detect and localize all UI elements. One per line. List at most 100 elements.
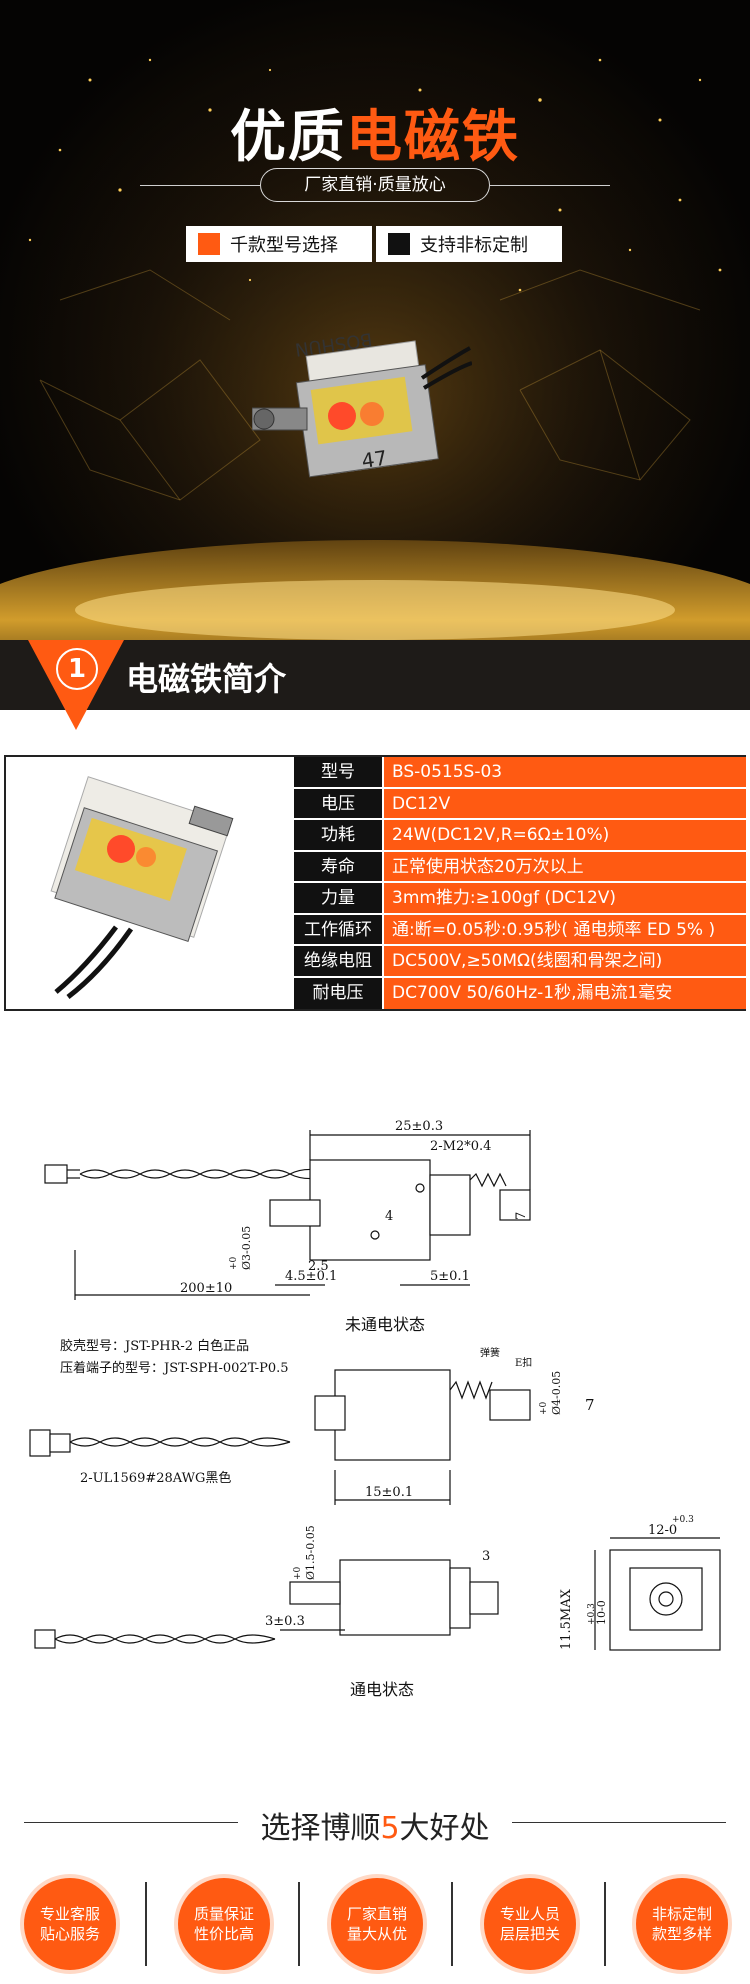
advantage-item: 专业客服贴心服务 — [24, 1878, 116, 1970]
hero-sub-line-right — [490, 185, 610, 186]
spring-label: 弹簧 — [480, 1346, 500, 1359]
spec-value: DC700V 50/60Hz-1秒,漏电流1毫安 — [382, 977, 746, 1009]
hero-title-white: 优质 — [230, 105, 346, 170]
tag-models: 千款型号选择 — [186, 226, 372, 262]
spec-label: 耐电压 — [294, 977, 382, 1009]
advantage-item: 质量保证性价比高 — [178, 1878, 270, 1970]
dim-12-tol: +0.3 — [672, 1515, 694, 1525]
dim-200: 200±10 — [180, 1281, 232, 1296]
advantages-title-a: 选择博顺 — [260, 1811, 381, 1846]
advantage-line1: 厂家直销 — [346, 1905, 407, 1923]
advantage-text: 专业人员层层把关 — [495, 1904, 565, 1944]
spec-row: 耐电压 DC700V 50/60Hz-1秒,漏电流1毫安 — [294, 977, 746, 1009]
tag-custom: 支持非标定制 — [376, 226, 562, 262]
spec-row: 功耗 24W(DC12V,R=6Ω±10%) — [294, 820, 746, 852]
drawing-on-state: Ø1.5-0.05 +0 3 3±0.3 12-0 +0.3 11.5MAX 1… — [34, 1515, 721, 1699]
spec-row: 电压 DC12V — [294, 788, 746, 820]
spec-value: 24W(DC12V,R=6Ω±10%) — [382, 820, 746, 850]
advantage-line2: 性价比高 — [193, 1925, 254, 1943]
product-mark-text: 47 — [360, 446, 389, 473]
tag-models-label: 千款型号选择 — [230, 235, 338, 256]
spec-product-image — [6, 757, 292, 1009]
advantage-text: 厂家直销量大从优 — [342, 1904, 412, 1944]
dim-3-3: 3±0.3 — [265, 1614, 305, 1629]
dim-d3: Ø3-0.05 — [240, 1226, 253, 1270]
state-off-label: 未通电状态 — [345, 1315, 425, 1334]
spec-row: 工作循环 通:断=0.05秒:0.95秒( 通电频率 ED 5% ) — [294, 914, 746, 946]
spec-row: 型号 BS-0515S-03 — [294, 757, 746, 789]
adv-line-left — [24, 1822, 238, 1823]
advantage-line1: 非标定制 — [651, 1905, 712, 1923]
advantage-text: 质量保证性价比高 — [189, 1904, 259, 1944]
advantage-line2: 层层把关 — [499, 1925, 560, 1943]
advantage-line1: 专业客服 — [39, 1905, 100, 1923]
advantage-line2: 款型多样 — [651, 1925, 712, 1943]
spec-value: 3mm推力:≥100gf (DC12V) — [382, 883, 746, 913]
advantage-separator — [298, 1882, 300, 1966]
dim-5: 5±0.1 — [430, 1269, 470, 1284]
spec-value: BS-0515S-03 — [382, 757, 746, 787]
advantage-item: 非标定制款型多样 — [636, 1878, 728, 1970]
hero-title: 优质电磁铁 — [0, 92, 750, 173]
spec-value: 通:断=0.05秒:0.95秒( 通电频率 ED 5% ) — [382, 914, 746, 944]
dim-7b: 7 — [585, 1396, 595, 1414]
advantage-item: 专业人员层层把关 — [484, 1878, 576, 1970]
spec-label: 电压 — [294, 788, 382, 818]
advantage-line1: 专业人员 — [499, 1905, 560, 1923]
dim-11-5: 11.5MAX — [559, 1588, 574, 1650]
spec-row: 绝缘电阻 DC500V,≥50MΩ(线圈和骨架之间) — [294, 946, 746, 978]
e-ring-label: E扣 — [515, 1356, 532, 1369]
dim-d1-5-tol: +0 — [293, 1566, 303, 1580]
hero-title-orange: 电磁铁 — [346, 105, 520, 170]
dim-d3-tol: +0 — [229, 1256, 239, 1270]
section-title: 电磁铁简介 — [126, 660, 287, 698]
drawing-connector-detail: 胶壳型号：JST-PHR-2 白色正品 压着端子的型号：JST-SPH-002T… — [29, 1338, 595, 1505]
advantage-separator — [604, 1882, 606, 1966]
wire-label: 2-UL1569#28AWG黑色 — [80, 1470, 231, 1486]
advantages-title-num: 5 — [380, 1811, 400, 1846]
spec-value: DC12V — [382, 788, 746, 818]
advantage-separator — [451, 1882, 453, 1966]
advantage-text: 非标定制款型多样 — [647, 1904, 717, 1944]
tag-custom-label: 支持非标定制 — [420, 235, 528, 256]
section-number: 1 — [56, 648, 98, 690]
advantage-item: 厂家直销量大从优 — [331, 1878, 423, 1970]
square-icon — [198, 233, 220, 255]
dim-12: 12-0 — [648, 1523, 677, 1538]
advantages-title: 选择博顺5大好处 — [0, 1803, 750, 1847]
dim-10-tol: +0.3 — [587, 1603, 597, 1625]
dim-25: 25±0.3 — [395, 1120, 443, 1134]
dim-d4-tol: +0 — [539, 1401, 549, 1415]
advantage-separator — [145, 1882, 147, 1966]
advantage-text: 专业客服贴心服务 — [35, 1904, 105, 1944]
spec-label: 功耗 — [294, 820, 382, 850]
hero-subtitle: 厂家直销·质量放心 — [260, 168, 490, 202]
dim-4: 4 — [385, 1209, 393, 1224]
spec-rows: 型号 BS-0515S-03 电压 DC12V 功耗 24W(DC12V,R=6… — [294, 757, 746, 1009]
advantages-title-b: 大好处 — [399, 1811, 490, 1846]
hero-sub-line-left — [140, 185, 260, 186]
spec-row: 力量 3mm推力:≥100gf (DC12V) — [294, 883, 746, 915]
dim-m2: 2-M2*0.4 — [430, 1139, 491, 1154]
dim-d4: Ø4-0.05 — [550, 1371, 563, 1415]
square-icon — [388, 233, 410, 255]
hero-banner: 优质电磁铁 厂家直销·质量放心 千款型号选择 支持非标定制 BOSHUN 47 — [0, 0, 750, 640]
spec-label: 力量 — [294, 883, 382, 913]
spec-row: 寿命 正常使用状态20万次以上 — [294, 851, 746, 883]
spec-label: 寿命 — [294, 851, 382, 881]
spec-label: 工作循环 — [294, 914, 382, 944]
housing-label: 胶壳型号：JST-PHR-2 白色正品 — [60, 1338, 249, 1354]
dim-3: 3 — [482, 1549, 490, 1564]
spec-table: 型号 BS-0515S-03 电压 DC12V 功耗 24W(DC12V,R=6… — [4, 755, 746, 1011]
advantage-line2: 量大从优 — [346, 1925, 407, 1943]
state-on-label: 通电状态 — [350, 1680, 414, 1699]
section-header-band — [0, 640, 750, 710]
dim-10: 10-0 — [595, 1600, 608, 1625]
spec-value: DC500V,≥50MΩ(线圈和骨架之间) — [382, 946, 746, 976]
dim-d1-5: Ø1.5-0.05 — [304, 1525, 317, 1580]
technical-drawings: 25±0.3 2-M2*0.4 4 2.5 Ø3-0.05 +0 7 200±1… — [29, 1120, 721, 1699]
solenoid-product-image: BOSHUN 47 — [252, 328, 472, 478]
adv-line-right — [512, 1822, 726, 1823]
dim-15: 15±0.1 — [365, 1485, 413, 1500]
dim-4-5: 4.5±0.1 — [285, 1269, 337, 1284]
